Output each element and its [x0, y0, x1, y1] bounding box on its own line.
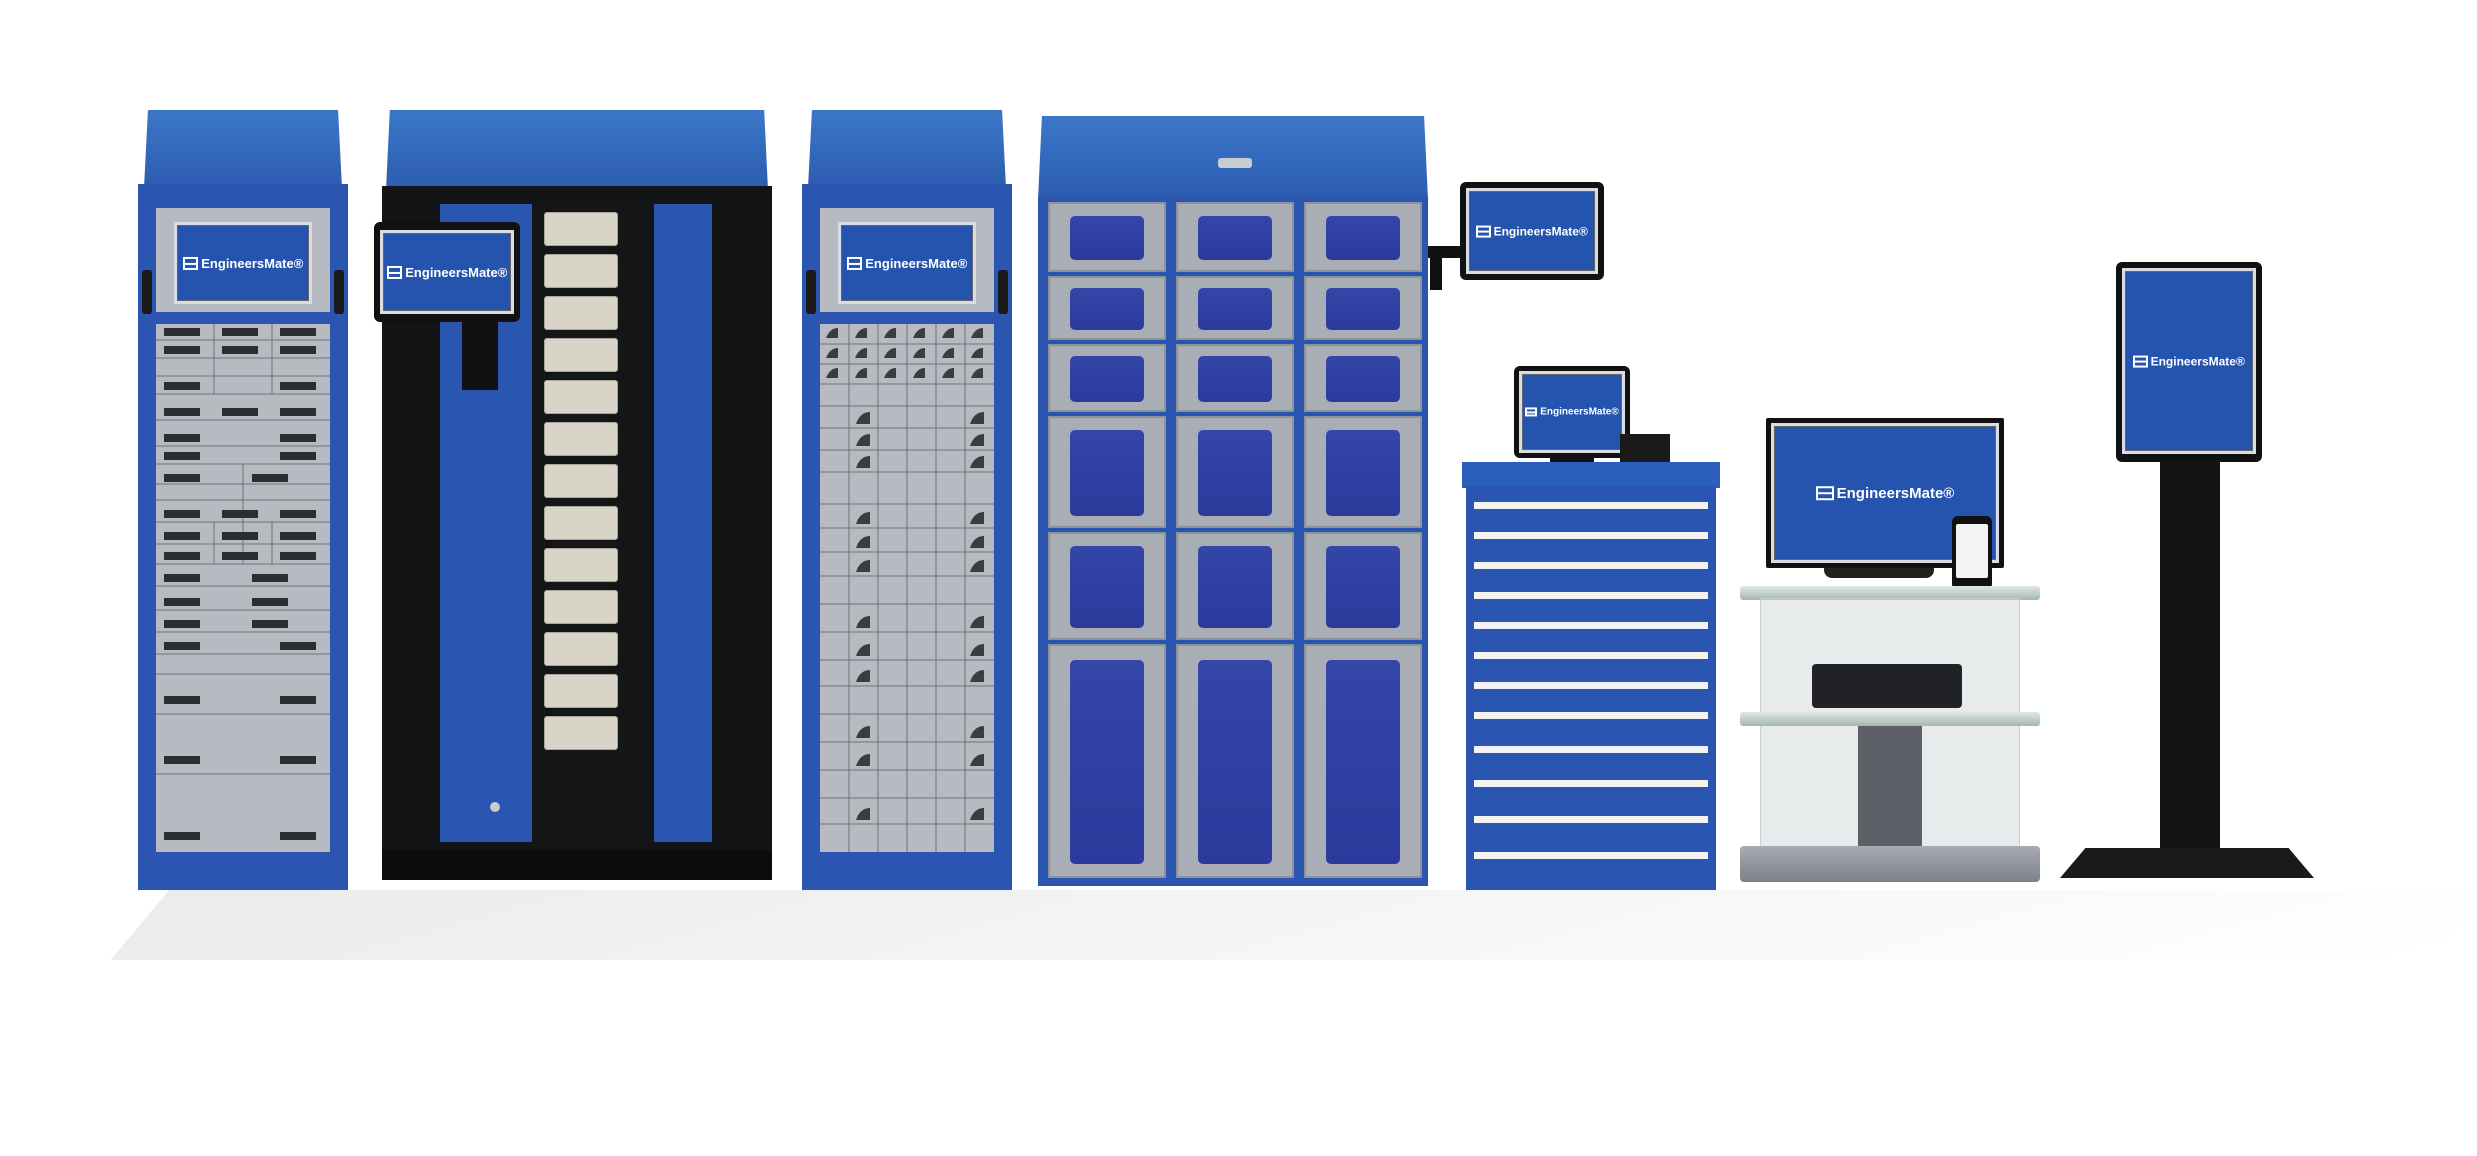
cabinet-top: [1462, 462, 1720, 488]
engineersmate-logo: EngineersMate®: [1522, 406, 1622, 417]
side-handle-right: [998, 270, 1008, 314]
locker-monitor-arm-joint: [1430, 246, 1442, 290]
cabinet-tablet: EngineersMate®: [1514, 366, 1630, 458]
locker-wall: [1038, 116, 1428, 890]
cabinet-roof: [386, 110, 768, 190]
side-handle-left: [142, 270, 152, 314]
engineersmate-logo: EngineersMate®: [177, 255, 309, 271]
drawer-cabinet: EngineersMate®: [1462, 360, 1720, 890]
locker-screen: EngineersMate®: [1466, 188, 1598, 274]
cabinet-roof: [808, 110, 1006, 188]
glass-workstation: EngineersMate®: [1740, 418, 2040, 892]
workstation-base: [1740, 846, 2040, 882]
smartphone-icon: [1952, 516, 1992, 590]
vending-screen: EngineersMate®: [380, 230, 514, 314]
bin-tower: EngineersMate®: [802, 110, 1012, 890]
bin-grid: [820, 324, 994, 852]
kiosk-pillar: [2160, 462, 2220, 852]
mini-pc: [1812, 664, 1962, 708]
drawer-tower: EngineersMate®: [138, 110, 348, 890]
tablet-screen: EngineersMate®: [1519, 371, 1625, 453]
locker-monitor: EngineersMate®: [1460, 182, 1604, 280]
cabinet-plinth: [382, 850, 772, 880]
tower-screen: EngineersMate®: [174, 222, 312, 304]
workstation-monitor: EngineersMate®: [1766, 418, 2004, 568]
glass-shelf-top: [1740, 586, 2040, 600]
monitor-stand: [1824, 568, 1934, 578]
door-lock: [490, 802, 500, 812]
kiosk-screen: EngineersMate®: [2122, 268, 2256, 454]
engineersmate-logo: EngineersMate®: [2125, 354, 2253, 368]
tower-screen: EngineersMate®: [838, 222, 976, 304]
engineersmate-logo: EngineersMate®: [383, 264, 511, 280]
coil-vending-machine: EngineersMate®: [374, 110, 772, 890]
kiosk-stand: EngineersMate®: [2060, 262, 2314, 892]
side-handle-right: [334, 270, 344, 314]
engineersmate-logo: EngineersMate®: [1469, 224, 1595, 238]
coil-pockets: [544, 212, 618, 772]
kiosk-display: EngineersMate®: [2116, 262, 2262, 462]
side-handle-left: [806, 270, 816, 314]
engineersmate-logo: EngineersMate®: [841, 255, 973, 271]
drawer-grid: [156, 324, 330, 840]
pc-box: [1620, 434, 1670, 464]
drawer-stack: [156, 324, 330, 852]
kiosk-base: [2060, 848, 2314, 878]
cabinet-roof: [144, 110, 342, 188]
floor-shadow: [110, 890, 2477, 960]
glass-shelf-middle: [1740, 712, 2040, 726]
vending-monitor: EngineersMate®: [374, 222, 520, 322]
roof-handle: [1218, 158, 1252, 168]
bin-drawers: [820, 324, 994, 852]
engineersmate-logo: EngineersMate®: [1774, 484, 1996, 502]
workstation-column: [1858, 726, 1922, 850]
